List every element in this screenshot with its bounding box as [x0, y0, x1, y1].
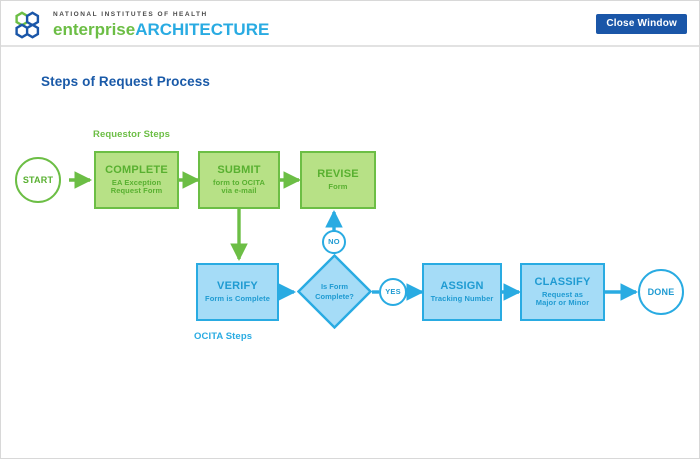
node-done[interactable]: DONE [638, 269, 684, 315]
node-verify[interactable]: VERIFY Form is Complete [196, 263, 279, 321]
node-verify-title: VERIFY [217, 280, 258, 293]
node-no[interactable]: NO [322, 230, 346, 254]
node-assign[interactable]: ASSIGN Tracking Number [422, 263, 502, 321]
node-assign-subtitle: Tracking Number [430, 294, 494, 303]
node-assign-title: ASSIGN [440, 280, 484, 293]
node-revise[interactable]: REVISE Form [300, 151, 376, 209]
nih-enterprise-architecture-logo: NATIONAL INSTITUTES OF HEALTH enterprise… [15, 10, 269, 40]
nih-hex-logo-icon [15, 11, 47, 39]
node-revise-title: REVISE [317, 168, 359, 181]
node-no-title: NO [328, 236, 340, 246]
logo-wordmark: NATIONAL INSTITUTES OF HEALTH enterprise… [53, 12, 269, 38]
node-yes-title: YES [385, 286, 401, 296]
close-window-button[interactable]: Close Window [596, 14, 687, 34]
node-decision-line1: Is Form [320, 281, 349, 291]
node-verify-subtitle: Form is Complete [205, 294, 270, 303]
site-header: NATIONAL INSTITUTES OF HEALTH enterprise… [1, 1, 699, 47]
logo-title: enterpriseARCHITECTURE [53, 21, 269, 38]
logo-tagline: NATIONAL INSTITUTES OF HEALTH [53, 11, 208, 19]
node-classify-title: CLASSIFY [534, 276, 591, 289]
logo-title-enterprise: enterprise [53, 19, 136, 39]
node-yes[interactable]: YES [379, 278, 407, 306]
diamond-shape [297, 254, 372, 329]
node-decision-is-form-complete[interactable]: Is Form Complete? [297, 254, 372, 329]
page-title: Steps of Request Process [41, 74, 210, 89]
group-label-requestor-steps: Requestor Steps [93, 129, 170, 140]
node-start-title: START [22, 174, 54, 185]
logo-title-architecture: ARCHITECTURE [135, 19, 270, 39]
node-decision-text: Is Form Complete? [297, 254, 372, 329]
node-done-title: DONE [647, 286, 675, 297]
node-submit-title: SUBMIT [217, 164, 261, 177]
node-start[interactable]: START [15, 157, 61, 203]
node-decision-line2: Complete? [315, 291, 354, 301]
node-complete-title: COMPLETE [105, 164, 168, 177]
group-label-ocita-steps: OCITA Steps [194, 331, 253, 342]
node-revise-subtitle: Form [328, 182, 348, 191]
